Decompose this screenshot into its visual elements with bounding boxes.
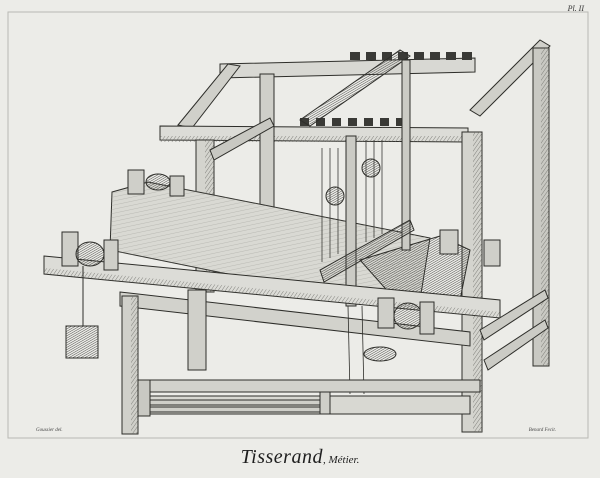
- back-right-post-shade: [541, 48, 549, 366]
- breast-block-right: [483, 239, 501, 267]
- back-beam-roll: [145, 173, 171, 191]
- plate-number: Pl. II: [567, 4, 584, 13]
- batten-left-upright: [345, 135, 357, 307]
- front-right-block-2: [419, 301, 435, 335]
- front-left-lower-post-shade: [131, 296, 138, 434]
- top-left-rail: [177, 63, 241, 129]
- bottom-back-rail: [139, 379, 481, 393]
- cloth-roll-left: [75, 241, 105, 267]
- back-beam-block-left: [127, 169, 145, 195]
- top-front-beam-shade: [160, 136, 468, 142]
- front-left-block: [61, 231, 79, 267]
- caption-subtitle: Métier: [328, 454, 357, 466]
- lower-side-beam: [119, 291, 471, 347]
- top-back-beam: [219, 57, 476, 79]
- top-roller-bar: [299, 49, 411, 127]
- counter-weight: [65, 325, 99, 359]
- caption-title: Tisserand: [240, 446, 323, 468]
- plate-border: [7, 11, 589, 439]
- middle-lower-post: [187, 289, 207, 371]
- reed-bar: [319, 219, 415, 283]
- breast-block-back: [439, 229, 459, 255]
- right-brace: [479, 289, 549, 341]
- left-bracket: [209, 117, 275, 161]
- right-lower-brace: [483, 319, 549, 371]
- engraver-credit: Benard Fecit.: [528, 428, 556, 433]
- front-right-post-shade: [473, 132, 482, 432]
- heddle-strings: [321, 140, 383, 262]
- front-right-block: [377, 297, 395, 329]
- pulley-left: [325, 186, 345, 206]
- treadles: [149, 391, 331, 415]
- drawer-credit: Goussier del.: [36, 428, 63, 433]
- back-beam-block-right: [169, 175, 185, 197]
- front-left-block-2: [103, 239, 119, 271]
- plate-caption: Tisserand, Métier.: [240, 446, 360, 468]
- treadle-roller: [363, 346, 397, 362]
- back-left-post: [259, 73, 275, 221]
- bottom-left-foot: [137, 379, 151, 417]
- cloth-roll-right: [393, 302, 423, 330]
- top-right-rail: [469, 39, 551, 117]
- batten-right-upright: [401, 59, 411, 251]
- pulley-right: [361, 158, 381, 178]
- treadle-cords: [347, 305, 365, 395]
